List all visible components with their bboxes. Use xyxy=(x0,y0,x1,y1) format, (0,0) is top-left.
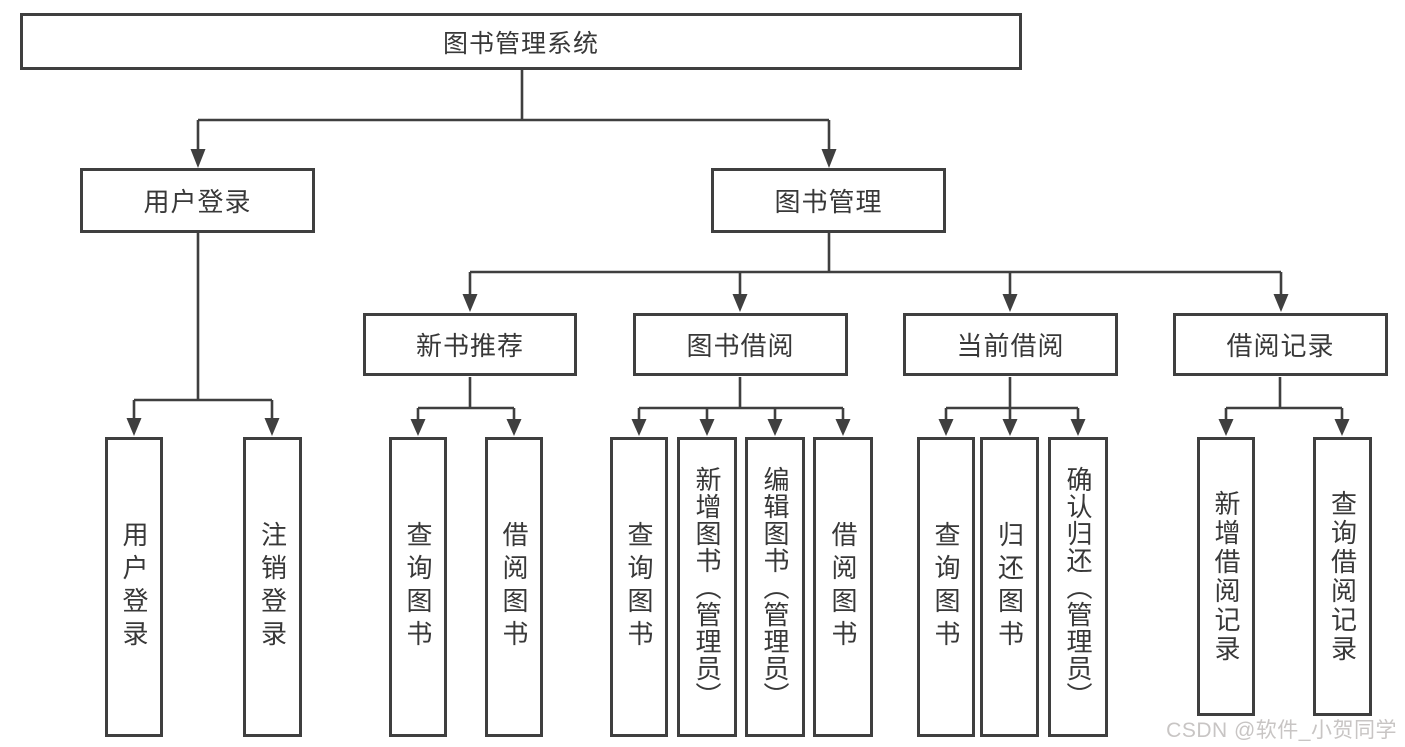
node-book-borrow: 图书借阅 xyxy=(633,313,848,376)
node-root-system: 图书管理系统 xyxy=(20,13,1022,70)
leaf-recommend-query-book: 查询图书 xyxy=(389,437,447,737)
leaf-current-query-book: 查询图书 xyxy=(917,437,975,737)
leaf-current-confirm-return-admin: 确认归还（管理员） xyxy=(1048,437,1108,737)
node-new-book-recommend: 新书推荐 xyxy=(363,313,577,376)
leaf-current-return-book: 归还图书 xyxy=(980,437,1039,737)
leaf-borrow-edit-book-admin: 编辑图书（管理员） xyxy=(745,437,805,737)
node-borrow-records: 借阅记录 xyxy=(1173,313,1388,376)
leaf-user-login: 用户登录 xyxy=(105,437,163,737)
leaf-borrow-add-book-admin: 新增图书（管理员） xyxy=(677,437,737,737)
leaf-records-query-record: 查询借阅记录 xyxy=(1313,437,1372,716)
csdn-watermark: CSDN @软件_小贺同学 xyxy=(1166,719,1397,742)
node-book-management: 图书管理 xyxy=(711,168,946,233)
node-user-login: 用户登录 xyxy=(80,168,315,233)
leaf-borrow-query-book: 查询图书 xyxy=(610,437,668,737)
leaf-recommend-borrow-book: 借阅图书 xyxy=(485,437,543,737)
leaf-records-add-record: 新增借阅记录 xyxy=(1197,437,1255,716)
node-current-borrow: 当前借阅 xyxy=(903,313,1118,376)
leaf-borrow-borrow-book: 借阅图书 xyxy=(813,437,873,737)
leaf-logout: 注销登录 xyxy=(243,437,302,737)
